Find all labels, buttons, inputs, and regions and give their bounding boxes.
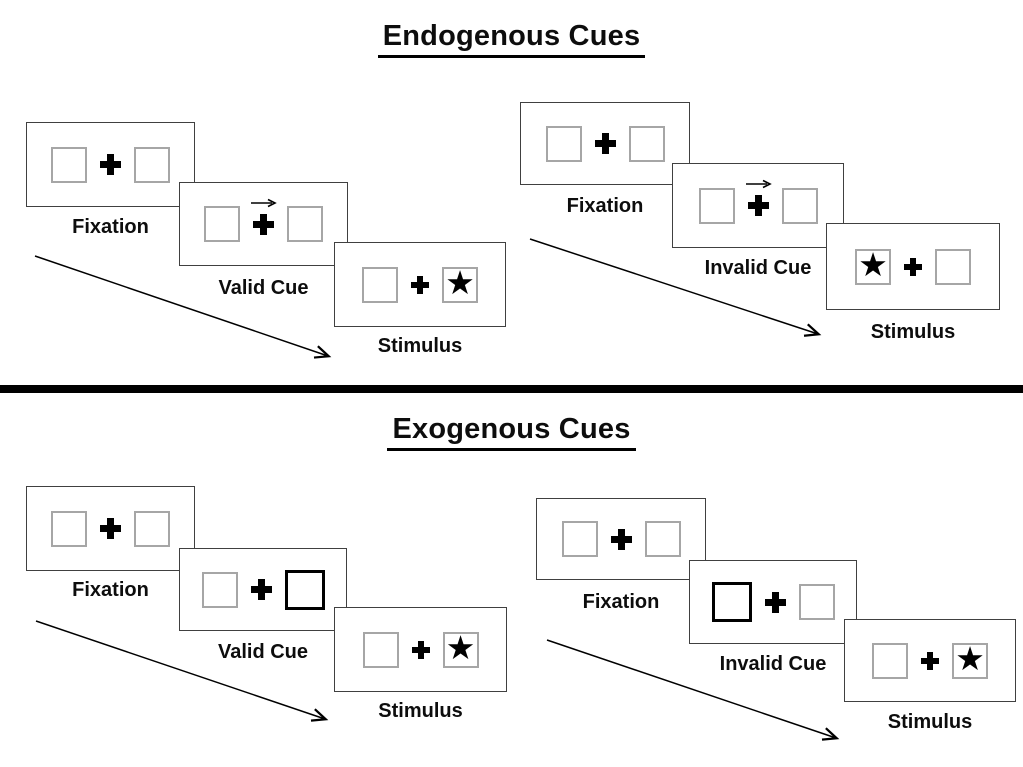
fixation-cross-icon	[594, 133, 616, 154]
right-box	[134, 146, 170, 183]
timeline-arrow	[546, 639, 840, 741]
cue-panel	[179, 182, 348, 266]
right-box	[935, 248, 971, 285]
right-box-with-star: ★	[442, 264, 478, 303]
right-box	[798, 584, 835, 620]
fixation-panel	[26, 486, 195, 571]
fixation-panel	[520, 102, 690, 185]
stimulus-panel: ★	[334, 607, 507, 692]
section-divider	[0, 385, 1023, 393]
left-box	[545, 125, 582, 162]
step-label-invalid-cue: Invalid Cue	[704, 257, 812, 279]
stimulus-panel: ★	[826, 223, 1000, 310]
step-label-stimulus: Stimulus	[378, 700, 463, 722]
step-label-valid-cue: Valid Cue	[218, 277, 309, 299]
fixation-panel	[26, 122, 195, 207]
cue-panel	[672, 163, 844, 248]
star-icon: ★	[955, 640, 985, 677]
left-box	[362, 266, 398, 303]
fixation-cross-icon	[411, 275, 429, 294]
step-label-valid-cue: Valid Cue	[217, 641, 309, 663]
right-box	[628, 125, 665, 162]
cue-panel	[179, 548, 347, 631]
section-title-endogenous: Endogenous Cues	[0, 20, 1023, 58]
step-label-fixation: Fixation	[582, 591, 660, 613]
right-box	[134, 510, 170, 547]
left-box-highlighted	[711, 582, 752, 622]
step-label-fixation: Fixation	[72, 216, 149, 238]
right-box	[781, 187, 818, 224]
fixation-cross-icon	[100, 154, 121, 175]
right-box	[287, 206, 323, 242]
step-label-stimulus: Stimulus	[887, 711, 973, 733]
timeline-arrow	[34, 255, 332, 359]
fixation-cross-icon	[904, 257, 922, 276]
fixation-cross-icon	[745, 179, 772, 216]
fixation-cross-icon	[764, 591, 786, 613]
section-title-text: Exogenous Cues	[387, 413, 636, 451]
fixation-cross-icon	[251, 198, 277, 235]
left-box-with-star: ★	[855, 246, 891, 285]
left-box	[51, 510, 87, 547]
right-box-with-star: ★	[442, 629, 479, 668]
step-label-fixation: Fixation	[72, 579, 149, 601]
left-box	[204, 206, 240, 242]
step-label-invalid-cue: Invalid Cue	[719, 653, 827, 675]
fixation-cross-icon	[610, 528, 632, 550]
right-box-with-star: ★	[952, 640, 988, 679]
step-label-stimulus: Stimulus	[377, 335, 463, 357]
left-box	[698, 187, 735, 224]
step-label-stimulus: Stimulus	[870, 321, 956, 343]
stimulus-panel: ★	[844, 619, 1016, 702]
cue-arrow-icon	[745, 179, 772, 189]
fixation-panel	[536, 498, 706, 580]
fixation-cross-icon	[250, 579, 272, 600]
cue-arrow-icon	[251, 198, 277, 207]
step-label-fixation: Fixation	[566, 195, 644, 217]
left-box	[201, 571, 238, 608]
right-box-highlighted	[284, 569, 325, 610]
stimulus-panel: ★	[334, 242, 506, 327]
fixation-cross-icon	[921, 651, 939, 670]
cue-panel	[689, 560, 857, 644]
star-icon: ★	[445, 264, 475, 301]
section-title-text: Endogenous Cues	[377, 20, 646, 58]
fixation-cross-icon	[411, 640, 430, 659]
timeline-arrow	[529, 238, 822, 337]
fixation-cross-icon	[100, 518, 121, 539]
section-title-exogenous: Exogenous Cues	[0, 413, 1023, 451]
left-box	[362, 631, 399, 668]
left-box	[51, 146, 87, 183]
left-box	[561, 521, 598, 557]
left-box	[872, 642, 908, 679]
timeline-arrow	[35, 620, 329, 722]
star-icon: ★	[858, 246, 888, 283]
right-box	[644, 521, 681, 557]
star-icon: ★	[445, 629, 476, 666]
